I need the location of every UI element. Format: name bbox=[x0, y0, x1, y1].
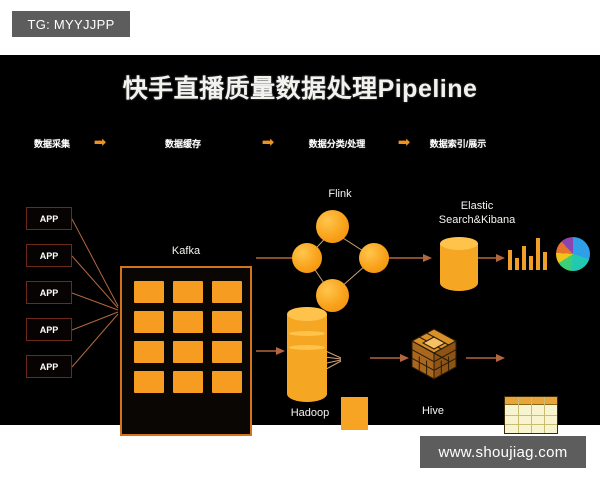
stage-arrow-icon-1: ➡ bbox=[93, 134, 107, 151]
tg-watermark-label: TG: MYYJJPP bbox=[27, 16, 115, 32]
kafka-partition-cell bbox=[212, 281, 242, 303]
bar bbox=[508, 250, 512, 270]
kafka-partition-cell bbox=[134, 341, 164, 363]
hadoop-processor-square[interactable] bbox=[341, 397, 368, 430]
table-output-icon[interactable] bbox=[504, 396, 558, 434]
tg-watermark-badge: TG: MYYJJPP bbox=[12, 11, 130, 37]
bar bbox=[536, 238, 540, 270]
elastic-caption-line2: Search&Kibana bbox=[438, 213, 516, 226]
hadoop-caption: Hadoop bbox=[290, 407, 330, 419]
kafka-partition-cell bbox=[173, 371, 203, 393]
kafka-partition-cell bbox=[134, 281, 164, 303]
diagram-canvas: 快手直播质量数据处理Pipeline 数据采集 ➡ 数据缓存 ➡ 数据分类/处理… bbox=[0, 55, 600, 436]
flink-node-top[interactable] bbox=[316, 210, 349, 243]
hive-cube-icon[interactable] bbox=[409, 327, 459, 383]
flink-node-right[interactable] bbox=[359, 243, 389, 273]
app-source-box[interactable]: APP bbox=[26, 281, 72, 304]
bar bbox=[543, 252, 547, 270]
stage-arrow-icon-3: ➡ bbox=[397, 134, 411, 151]
stage-arrow-icon-2: ➡ bbox=[261, 134, 275, 151]
kafka-cluster-box[interactable] bbox=[120, 266, 252, 436]
kafka-partition-cell bbox=[173, 341, 203, 363]
app-source-box[interactable]: APP bbox=[26, 244, 72, 267]
pie-chart-output bbox=[556, 237, 590, 271]
kafka-partition-cell bbox=[173, 311, 203, 333]
flink-node-left[interactable] bbox=[292, 243, 322, 273]
app-source-box[interactable]: APP bbox=[26, 355, 72, 378]
diagram-title: 快手直播质量数据处理Pipeline bbox=[122, 75, 478, 103]
site-watermark-badge: www.shoujiag.com bbox=[420, 436, 586, 468]
kafka-partition-cell bbox=[134, 311, 164, 333]
kafka-partition-cell bbox=[134, 371, 164, 393]
kafka-partition-grid bbox=[134, 281, 242, 425]
kafka-caption: Kafka bbox=[171, 245, 201, 257]
site-watermark-label: www.shoujiag.com bbox=[438, 443, 568, 461]
stage-label-process: 数据分类/处理 bbox=[308, 139, 366, 149]
elastic-caption: Elastic Search&Kibana bbox=[422, 200, 532, 228]
stage-label-index: 数据索引/展示 bbox=[429, 139, 487, 149]
bar bbox=[522, 246, 526, 270]
hive-caption: Hive bbox=[421, 405, 445, 417]
bar bbox=[529, 256, 533, 270]
app-source-box[interactable]: APP bbox=[26, 207, 72, 230]
app-source-box[interactable]: APP bbox=[26, 318, 72, 341]
bar bbox=[515, 258, 519, 270]
kafka-partition-cell bbox=[212, 341, 242, 363]
stage-label-row: 数据采集 ➡ 数据缓存 ➡ 数据分类/处理 ➡ 数据索引/展示 bbox=[0, 134, 600, 159]
flink-caption: Flink bbox=[328, 188, 352, 200]
bar-chart-output bbox=[508, 238, 550, 270]
stage-label-cache: 数据缓存 bbox=[164, 139, 202, 149]
kafka-partition-cell bbox=[212, 371, 242, 393]
kafka-partition-cell bbox=[173, 281, 203, 303]
kafka-partition-cell bbox=[212, 311, 242, 333]
elastic-caption-line1: Elastic bbox=[460, 200, 494, 212]
stage-label-collect: 数据采集 bbox=[33, 139, 71, 149]
flink-node-bottom[interactable] bbox=[316, 279, 349, 312]
